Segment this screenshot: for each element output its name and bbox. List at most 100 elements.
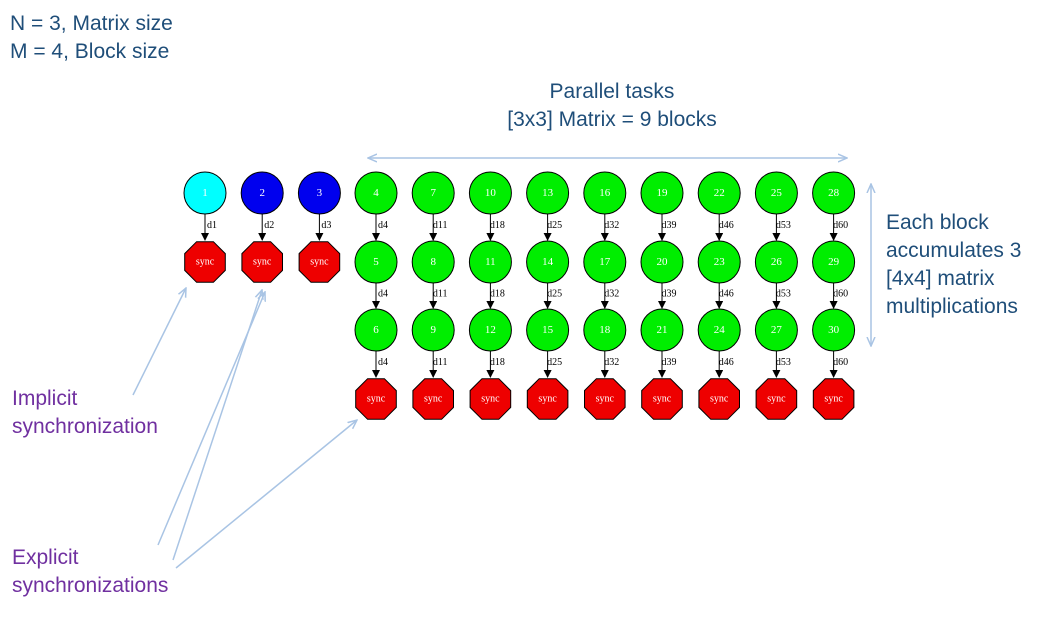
task-node-4-label: 4 xyxy=(373,187,379,199)
task-node-22[interactable] xyxy=(697,171,741,215)
sync-node-explicit-7[interactable] xyxy=(698,378,740,420)
task-node-9[interactable] xyxy=(411,308,455,352)
task-node-22-label: 22 xyxy=(714,187,725,199)
edge-d32-1-label: d32 xyxy=(604,220,619,231)
task-node-8-label: 8 xyxy=(430,256,436,268)
task-node-9-label: 9 xyxy=(430,324,436,336)
task-node-21[interactable] xyxy=(640,308,684,352)
edge-d25-2-label: d25 xyxy=(547,289,562,300)
task-node-13[interactable] xyxy=(526,171,570,215)
task-node-10-label: 10 xyxy=(485,187,497,199)
edge-d32-2-label: d32 xyxy=(604,289,619,300)
task-node-2[interactable] xyxy=(240,171,284,215)
task-node-24-label: 24 xyxy=(714,324,726,336)
sync-node-explicit-9-label: sync xyxy=(824,394,843,405)
edge-d39-2-label: d39 xyxy=(662,289,677,300)
edge-d4-2-label: d4 xyxy=(378,289,388,300)
task-node-1[interactable] xyxy=(183,171,227,215)
task-node-12[interactable] xyxy=(468,308,512,352)
task-node-19[interactable] xyxy=(640,171,684,215)
task-node-11-label: 11 xyxy=(485,256,496,268)
task-node-4[interactable] xyxy=(354,171,398,215)
task-node-11[interactable] xyxy=(468,240,512,284)
sync-node-explicit-8[interactable] xyxy=(755,378,798,420)
explicit-line-1: Explicit xyxy=(12,546,79,569)
task-node-28-label: 28 xyxy=(828,187,840,199)
sync-node-implicit-3[interactable] xyxy=(298,241,341,283)
edge-d1-label: d1 xyxy=(207,220,217,231)
sync-node-implicit-1-label: sync xyxy=(196,257,215,268)
edge-d18-3-label: d18 xyxy=(490,357,505,368)
task-node-7[interactable] xyxy=(411,171,455,215)
task-node-27-label: 27 xyxy=(771,324,783,336)
task-node-18[interactable] xyxy=(583,308,627,352)
edge-d3-label: d3 xyxy=(321,220,331,231)
sync-node-implicit-2[interactable] xyxy=(241,241,283,283)
implicit-line-1: Implicit xyxy=(12,387,78,410)
edge-d4-1-label: d4 xyxy=(378,220,388,231)
task-node-28[interactable] xyxy=(812,171,856,215)
task-node-25[interactable] xyxy=(754,171,798,215)
task-node-7-label: 7 xyxy=(430,187,436,199)
edge-d32-3-label: d32 xyxy=(604,357,619,368)
task-node-16-label: 16 xyxy=(599,187,611,199)
accumulate-line-2: accumulates 3 xyxy=(886,239,1022,262)
task-node-24[interactable] xyxy=(697,308,741,352)
task-node-8[interactable] xyxy=(411,240,455,284)
edge-d11-1-label: d11 xyxy=(433,220,448,231)
task-node-27[interactable] xyxy=(754,308,798,352)
task-node-6-label: 6 xyxy=(373,324,379,336)
task-node-30[interactable] xyxy=(812,308,856,352)
task-node-26-label: 26 xyxy=(771,256,783,268)
task-node-19-label: 19 xyxy=(657,187,669,199)
sync-node-explicit-9[interactable] xyxy=(812,378,855,420)
task-node-3[interactable] xyxy=(297,171,341,215)
sync-node-explicit-6[interactable] xyxy=(641,378,683,420)
sync-node-explicit-7-label: sync xyxy=(710,394,729,405)
task-node-20[interactable] xyxy=(640,240,684,284)
sync-node-explicit-5[interactable] xyxy=(584,378,626,420)
edge-d53-3-label: d53 xyxy=(776,357,791,368)
edge-d53-1-label: d53 xyxy=(776,220,791,231)
task-node-5-label: 5 xyxy=(373,256,379,268)
header-text: N = 3, Matrix size M = 4, Block size xyxy=(10,10,173,66)
sync-node-explicit-4[interactable] xyxy=(526,378,569,420)
task-node-12-label: 12 xyxy=(485,324,496,336)
task-nodes-layer: d11syncd22syncd33syncd4d4d4456syncd11d11… xyxy=(183,171,856,420)
task-node-26[interactable] xyxy=(754,240,798,284)
sync-node-explicit-2-label: sync xyxy=(424,394,443,405)
sync-node-explicit-1[interactable] xyxy=(355,378,397,420)
task-node-16[interactable] xyxy=(583,171,627,215)
task-node-17[interactable] xyxy=(583,240,627,284)
sync-node-explicit-3[interactable] xyxy=(469,378,512,420)
sync-node-explicit-1-label: sync xyxy=(367,394,386,405)
task-node-13-label: 13 xyxy=(542,187,554,199)
edge-d18-1-label: d18 xyxy=(490,220,505,231)
task-node-14[interactable] xyxy=(526,240,570,284)
task-node-23[interactable] xyxy=(697,240,741,284)
task-node-15[interactable] xyxy=(526,308,570,352)
task-node-29[interactable] xyxy=(812,240,856,284)
edge-d53-2-label: d53 xyxy=(776,289,791,300)
edge-d60-3-label: d60 xyxy=(833,357,848,368)
task-node-5[interactable] xyxy=(354,240,398,284)
sync-node-explicit-5-label: sync xyxy=(596,394,615,405)
parallel-tasks-label: Parallel tasks [3x3] Matrix = 9 blocks xyxy=(462,78,762,134)
accumulate-line-1: Each block xyxy=(886,211,989,234)
task-node-29-label: 29 xyxy=(828,256,840,268)
edge-d25-3-label: d25 xyxy=(547,357,562,368)
task-node-30-label: 30 xyxy=(828,324,840,336)
sync-node-explicit-2[interactable] xyxy=(412,378,454,420)
task-node-10[interactable] xyxy=(468,171,512,215)
edge-d39-1-label: d39 xyxy=(662,220,677,231)
accumulate-line-4: multiplications xyxy=(886,295,1018,318)
sync-node-implicit-1[interactable] xyxy=(184,241,226,283)
accumulate-label: Each block accumulates 3 [4x4] matrix mu… xyxy=(886,209,1021,321)
task-node-21-label: 21 xyxy=(657,324,668,336)
task-node-6[interactable] xyxy=(354,308,398,352)
accumulate-line-3: [4x4] matrix xyxy=(886,267,995,290)
explicit-sync-label: Explicit synchronizations xyxy=(12,544,168,600)
edge-d46-2-label: d46 xyxy=(719,289,734,300)
task-node-3-label: 3 xyxy=(317,187,323,199)
